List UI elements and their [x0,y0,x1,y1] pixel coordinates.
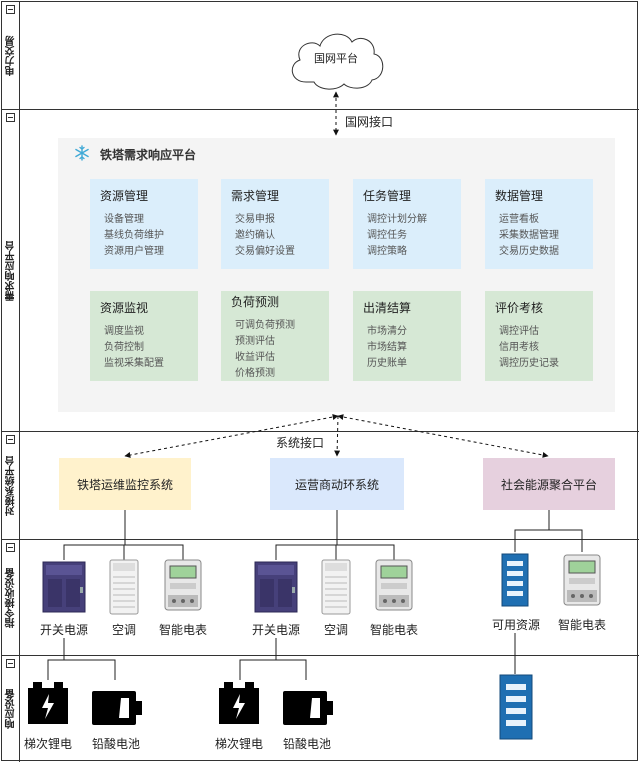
module-card[interactable]: 需求管理交易申报邀约确认交易偏好设置 [221,179,329,269]
lithium-battery-icon [219,682,259,724]
module-card[interactable]: 评价考核调控评估信用考核调控历史记录 [485,291,593,381]
module-card[interactable]: 负荷预测可调负荷预测预测评估收益评估价格预测 [221,291,329,381]
air-conditioner-icon [109,559,139,615]
module-card[interactable]: 任务管理调控计划分解调控任务调控策略 [353,179,461,269]
device-label: 可用资源 [491,618,540,632]
module-card[interactable]: 数据管理运营看板采集数据管理交易历史数据 [485,179,593,269]
smart-meter-icon [164,559,202,611]
cloud-label: 国网平台 [314,52,358,65]
module-item: 市场清分 [367,326,407,337]
module-item: 调度监视 [104,326,144,337]
module-item: 监视采集配置 [104,358,164,369]
device-label: 铅酸电池 [91,737,140,751]
device-label: 智能电表 [369,623,418,637]
system-tower-monitoring[interactable]: 铁塔运维监控系统 [59,458,191,510]
system-label: 社会能源聚合平台 [500,477,597,492]
platform-title: 铁塔需求响应平台 [100,148,197,162]
lithium-battery-icon [28,682,68,724]
device-label: 梯次锂电 [23,737,72,751]
switching-power-icon [42,561,86,613]
device-label: 开关电源 [39,623,88,637]
lead-acid-battery-icon [92,691,142,725]
collapse-icon[interactable] [6,543,15,552]
lane-integration: 对接系统平台 [2,432,639,540]
switching-power-icon [254,561,298,613]
module-item: 资源用户管理 [104,246,164,257]
collapse-icon[interactable] [6,5,15,14]
lane-power-trading: 电力交易 [2,2,639,110]
module-item: 交易偏好设置 [235,246,295,257]
smart-meter-icon [563,554,601,606]
module-item: 调控评估 [499,326,539,337]
module-item: 邀约确认 [235,230,275,241]
module-item: 交易申报 [235,214,275,225]
module-title: 数据管理 [495,189,544,203]
module-title: 出清结算 [363,301,412,315]
cloud-icon [291,33,384,90]
module-item: 调控任务 [367,230,407,241]
module-item: 采集数据管理 [499,230,559,241]
lead-acid-battery-icon [283,691,333,725]
module-title: 资源管理 [100,189,149,203]
module-title: 任务管理 [363,189,412,203]
module-card[interactable]: 出清结算市场清分市场结算历史账单 [353,291,461,381]
device-label: 梯次锂电 [214,737,263,751]
collapse-icon[interactable] [6,659,15,668]
module-item: 预测评估 [235,336,275,347]
module-title: 需求管理 [231,189,280,203]
module-item: 信用考核 [499,342,539,353]
module-item: 市场结算 [367,342,407,353]
smart-meter-icon [375,559,413,611]
system-energy-aggregation[interactable]: 社会能源聚合平台 [483,458,615,510]
module-title: 资源监视 [100,301,149,315]
collapse-icon[interactable] [6,113,15,122]
module-item: 运营看板 [499,214,539,225]
lane-response-devices: 响应设备 [2,656,639,762]
device-label: 空调 [111,623,136,637]
air-conditioner-icon [321,559,351,615]
server-icon [499,674,533,740]
module-item: 调控历史记录 [499,358,559,369]
grid-interface-label: 国网接口 [345,115,394,129]
server-icon [501,553,529,607]
module-item: 可调负荷预测 [235,320,295,331]
system-label: 运营商动环系统 [294,477,379,492]
module-title: 负荷预测 [231,295,280,309]
module-item: 价格预测 [235,368,275,379]
module-card[interactable]: 资源监视调度监视负荷控制监视采集配置 [90,291,198,381]
collapse-icon[interactable] [6,435,15,444]
module-title: 评价考核 [495,301,544,315]
module-item: 历史账单 [367,358,407,369]
lane-command-devices: 指令接收设备 [2,540,639,656]
module-item: 负荷控制 [104,342,144,353]
module-item: 调控计划分解 [367,214,427,225]
module-item: 设备管理 [104,214,144,225]
device-label: 铅酸电池 [282,737,331,751]
device-label: 智能电表 [557,618,606,632]
snowflake-icon [75,145,89,161]
device-label: 智能电表 [158,623,207,637]
system-operator-env[interactable]: 运营商动环系统 [270,458,404,510]
module-card[interactable]: 资源管理设备管理基线负荷维护资源用户管理 [90,179,198,269]
module-item: 基线负荷维护 [104,230,164,241]
device-label: 空调 [323,623,348,637]
device-label: 开关电源 [251,623,300,637]
module-item: 调控策略 [367,246,407,257]
module-item: 交易历史数据 [499,246,559,257]
module-item: 收益评估 [235,352,275,363]
system-label: 铁塔运维监控系统 [76,477,173,492]
